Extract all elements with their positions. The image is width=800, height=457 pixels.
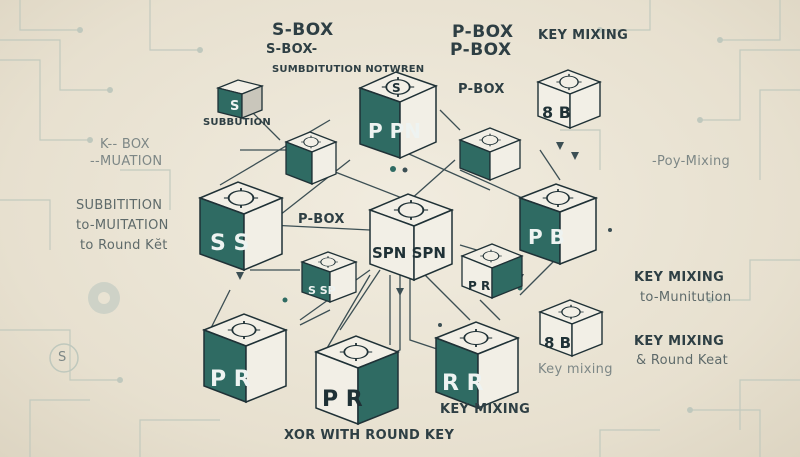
cube-face-label: 8 B (544, 334, 571, 352)
label-xor-round-key: XOR WITH ROUND KEY (284, 428, 455, 443)
connection-lines (209, 109, 561, 361)
cube-face-label: P R (210, 367, 251, 392)
label-mutation: --MUATION (90, 154, 163, 169)
cube-s-sp: S SP (300, 251, 358, 303)
label-key-mixing-top: KEY MIXING (538, 28, 629, 43)
label-sbox-title: S-BOX (272, 20, 334, 40)
label-subst-network: SUMBDITUTION NOTWREN (272, 64, 425, 75)
cube-label: S (230, 99, 239, 114)
label-poy-mixing: -Poy-Mixing (652, 154, 731, 169)
label-subution: SUBBUTION (203, 117, 271, 128)
label-pbox-sub: P-BOX (450, 40, 512, 60)
cube-8b-bottom: 8 B (538, 299, 604, 358)
cube-p-r-small: P R (460, 243, 524, 299)
cube-p-r-left: P R (201, 313, 289, 404)
label-round-keat: & Round Keat (636, 353, 729, 368)
cube-face-label: S S (210, 231, 249, 256)
cube-p-r-mid: P R (313, 335, 401, 426)
label-key-mixing-faint: Key mixing (538, 362, 613, 377)
cube-face-label: S SP (308, 284, 336, 297)
label-to-muitation: to-MUITATION (76, 218, 169, 233)
cube-r-r: R R (433, 321, 521, 410)
cube-face-label: 8 B (542, 103, 571, 122)
label-subbitition: SUBBITITION (76, 198, 163, 213)
label-pbox-title: P-BOX (452, 22, 514, 42)
label-key-mixing-right2: KEY MIXING (634, 334, 725, 349)
label-k-box: K-- BOX (100, 137, 150, 152)
cube-spn: SPN SPN (367, 193, 455, 282)
cube-face-label: P R (468, 279, 490, 293)
cube-8b-top: 8 B (536, 69, 602, 130)
label-sbox-sub: S-BOX- (266, 42, 318, 57)
cube-face-label: P R (322, 387, 363, 412)
cube-s-small-top: S (215, 79, 265, 119)
cube-s-s: S S (197, 181, 285, 272)
label-to-munitution: to-Munitution (640, 290, 732, 305)
cube-face-label: R R (442, 371, 484, 396)
cube-top-label: S (392, 81, 401, 95)
cube-face-label: P B (528, 225, 565, 249)
label-pbox-center: P-BOX (298, 212, 345, 227)
label-key-mixing-bottom: KEY MIXING (440, 402, 531, 417)
cube-face-label: SPN SPN (372, 244, 446, 262)
cube-small-teal (284, 131, 338, 185)
label-to-round-key: to Round Kĕt (80, 238, 168, 253)
cube-p-b: P B (517, 183, 599, 266)
decor-s-letter: S (58, 350, 67, 365)
label-pbox-small: P-BOX (458, 82, 505, 97)
cube-small-right (458, 127, 522, 181)
cube-s-pn: S P PN (357, 71, 439, 160)
cube-face-label: P PN (368, 119, 421, 143)
label-key-mixing-right: KEY MIXING (634, 270, 725, 285)
